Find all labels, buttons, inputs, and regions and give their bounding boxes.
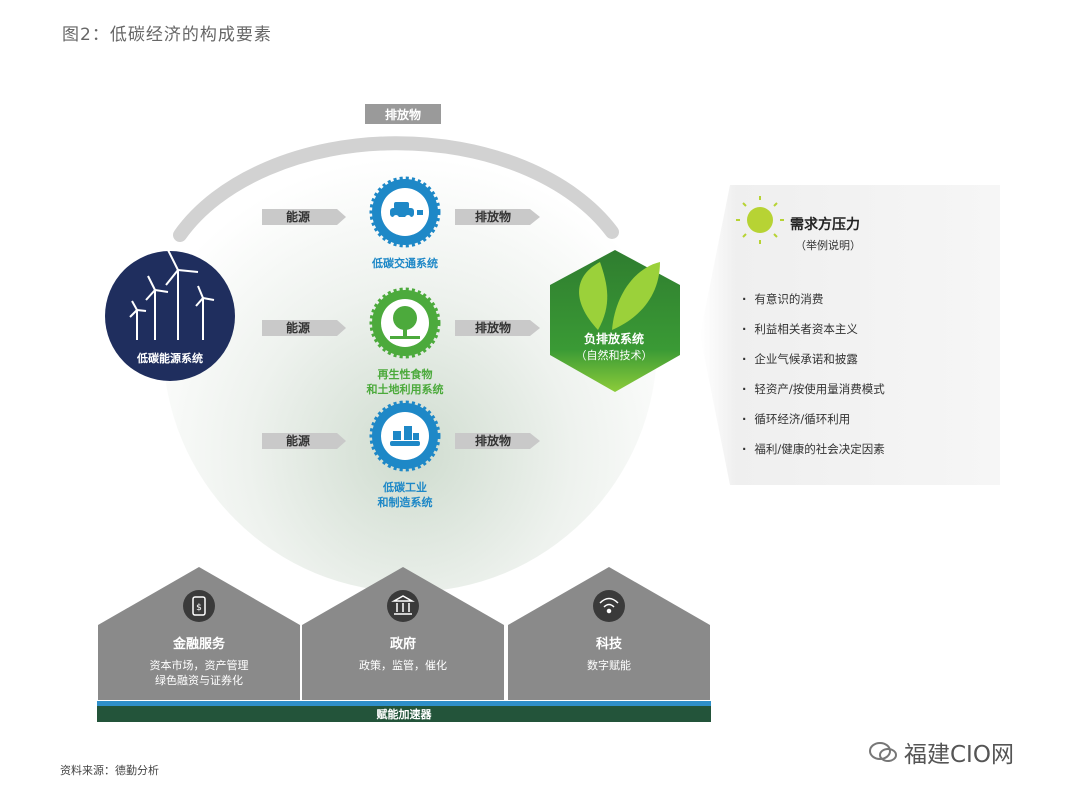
wechat-icon xyxy=(869,742,897,762)
demand-item: 福利/健康的社会决定因素 xyxy=(742,440,884,470)
enabler-desc-line: 资本市场，资产管理 xyxy=(150,658,249,672)
system-name-line: 再生性食物 xyxy=(378,367,433,381)
demand-item: 利益相关者资本主义 xyxy=(742,320,885,350)
emissions-output-label: 排放物 xyxy=(475,209,511,224)
emissions-output-label: 排放物 xyxy=(475,320,511,335)
enabler-icon-bg xyxy=(593,590,625,622)
enabler-title: 政府 xyxy=(390,636,416,652)
accelerator-label: 赋能加速器 xyxy=(377,707,433,721)
watermark-text: 福建CIO网 xyxy=(904,742,1014,768)
sun-icon xyxy=(736,196,784,244)
dollar-phone-icon: $ xyxy=(192,596,206,616)
demand-item: 企业气候承诺和披露 xyxy=(742,350,885,380)
energy-input-label: 能源 xyxy=(286,209,310,224)
demand-title: 需求方压力 xyxy=(790,217,860,233)
wifi-icon xyxy=(599,597,619,614)
energy-input-label: 能源 xyxy=(286,320,310,335)
energy-input-arrow xyxy=(262,433,346,449)
system-name-line: 低碳交通系统 xyxy=(371,256,438,270)
accelerator-bar-blue xyxy=(97,701,711,706)
energy-input-arrow xyxy=(262,209,346,225)
accelerator-bar xyxy=(97,706,711,722)
demand-list: 有意识的消费利益相关者资本主义企业气候承诺和披露轻资产/按使用量消费模式循环经济… xyxy=(742,290,885,470)
enabler-title: 科技 xyxy=(596,636,623,652)
system-rows: 能源排放物低碳交通系统能源排放物再生性食物和土地利用系统能源排放物低碳工业和制造… xyxy=(262,176,540,509)
enabler-house xyxy=(508,567,710,700)
emissions-top-label: 排放物 xyxy=(385,107,421,122)
enabler-desc-line: 绿色融资与证券化 xyxy=(155,673,243,687)
negative-system-title: 负排放系统 xyxy=(584,331,644,346)
enabler-icon-bg xyxy=(183,590,215,622)
demand-subtitle: （举例说明） xyxy=(795,239,861,252)
emissions-output-arrow xyxy=(455,433,540,449)
figure-title: 图2：低碳经济的构成要素 xyxy=(62,25,272,45)
source-note: 资料来源：德勤分析 xyxy=(60,764,159,777)
emissions-output-arrow xyxy=(455,209,540,225)
enabler-title: 金融服务 xyxy=(172,636,226,652)
system-name-line: 和制造系统 xyxy=(378,495,433,509)
enabler-house xyxy=(98,567,300,700)
demand-item: 有意识的消费 xyxy=(742,290,885,320)
watermark: 福建CIO网 xyxy=(868,735,1014,769)
energy-input-label: 能源 xyxy=(286,433,310,448)
enabler-house xyxy=(302,567,504,700)
svg-text:$: $ xyxy=(196,603,202,613)
energy-system-circle xyxy=(105,251,235,381)
government-building-icon xyxy=(391,595,415,615)
system-name-line: 和土地利用系统 xyxy=(367,382,444,396)
factory-conveyor-icon xyxy=(390,426,420,446)
enabler-desc-line: 政策，监管，催化 xyxy=(359,658,447,672)
demand-item: 循环经济/循环利用 xyxy=(742,410,885,440)
system-name-line: 低碳工业 xyxy=(382,480,427,494)
tree-icon xyxy=(390,306,420,339)
energy-system-label: 低碳能源系统 xyxy=(136,351,203,365)
car-plug-icon xyxy=(390,202,423,221)
enabler-desc-line: 数字赋能 xyxy=(587,658,631,672)
energy-input-arrow xyxy=(262,320,346,336)
negative-system-subtitle: （自然和技术） xyxy=(576,348,653,362)
wind-turbine-icon xyxy=(129,249,215,340)
emissions-output-label: 排放物 xyxy=(475,433,511,448)
emissions-output-arrow xyxy=(455,320,540,336)
emissions-arc xyxy=(173,136,619,242)
demand-item: 轻资产/按使用量消费模式 xyxy=(742,380,884,410)
emissions-top-box xyxy=(365,104,441,124)
leaf-icon xyxy=(579,262,660,330)
